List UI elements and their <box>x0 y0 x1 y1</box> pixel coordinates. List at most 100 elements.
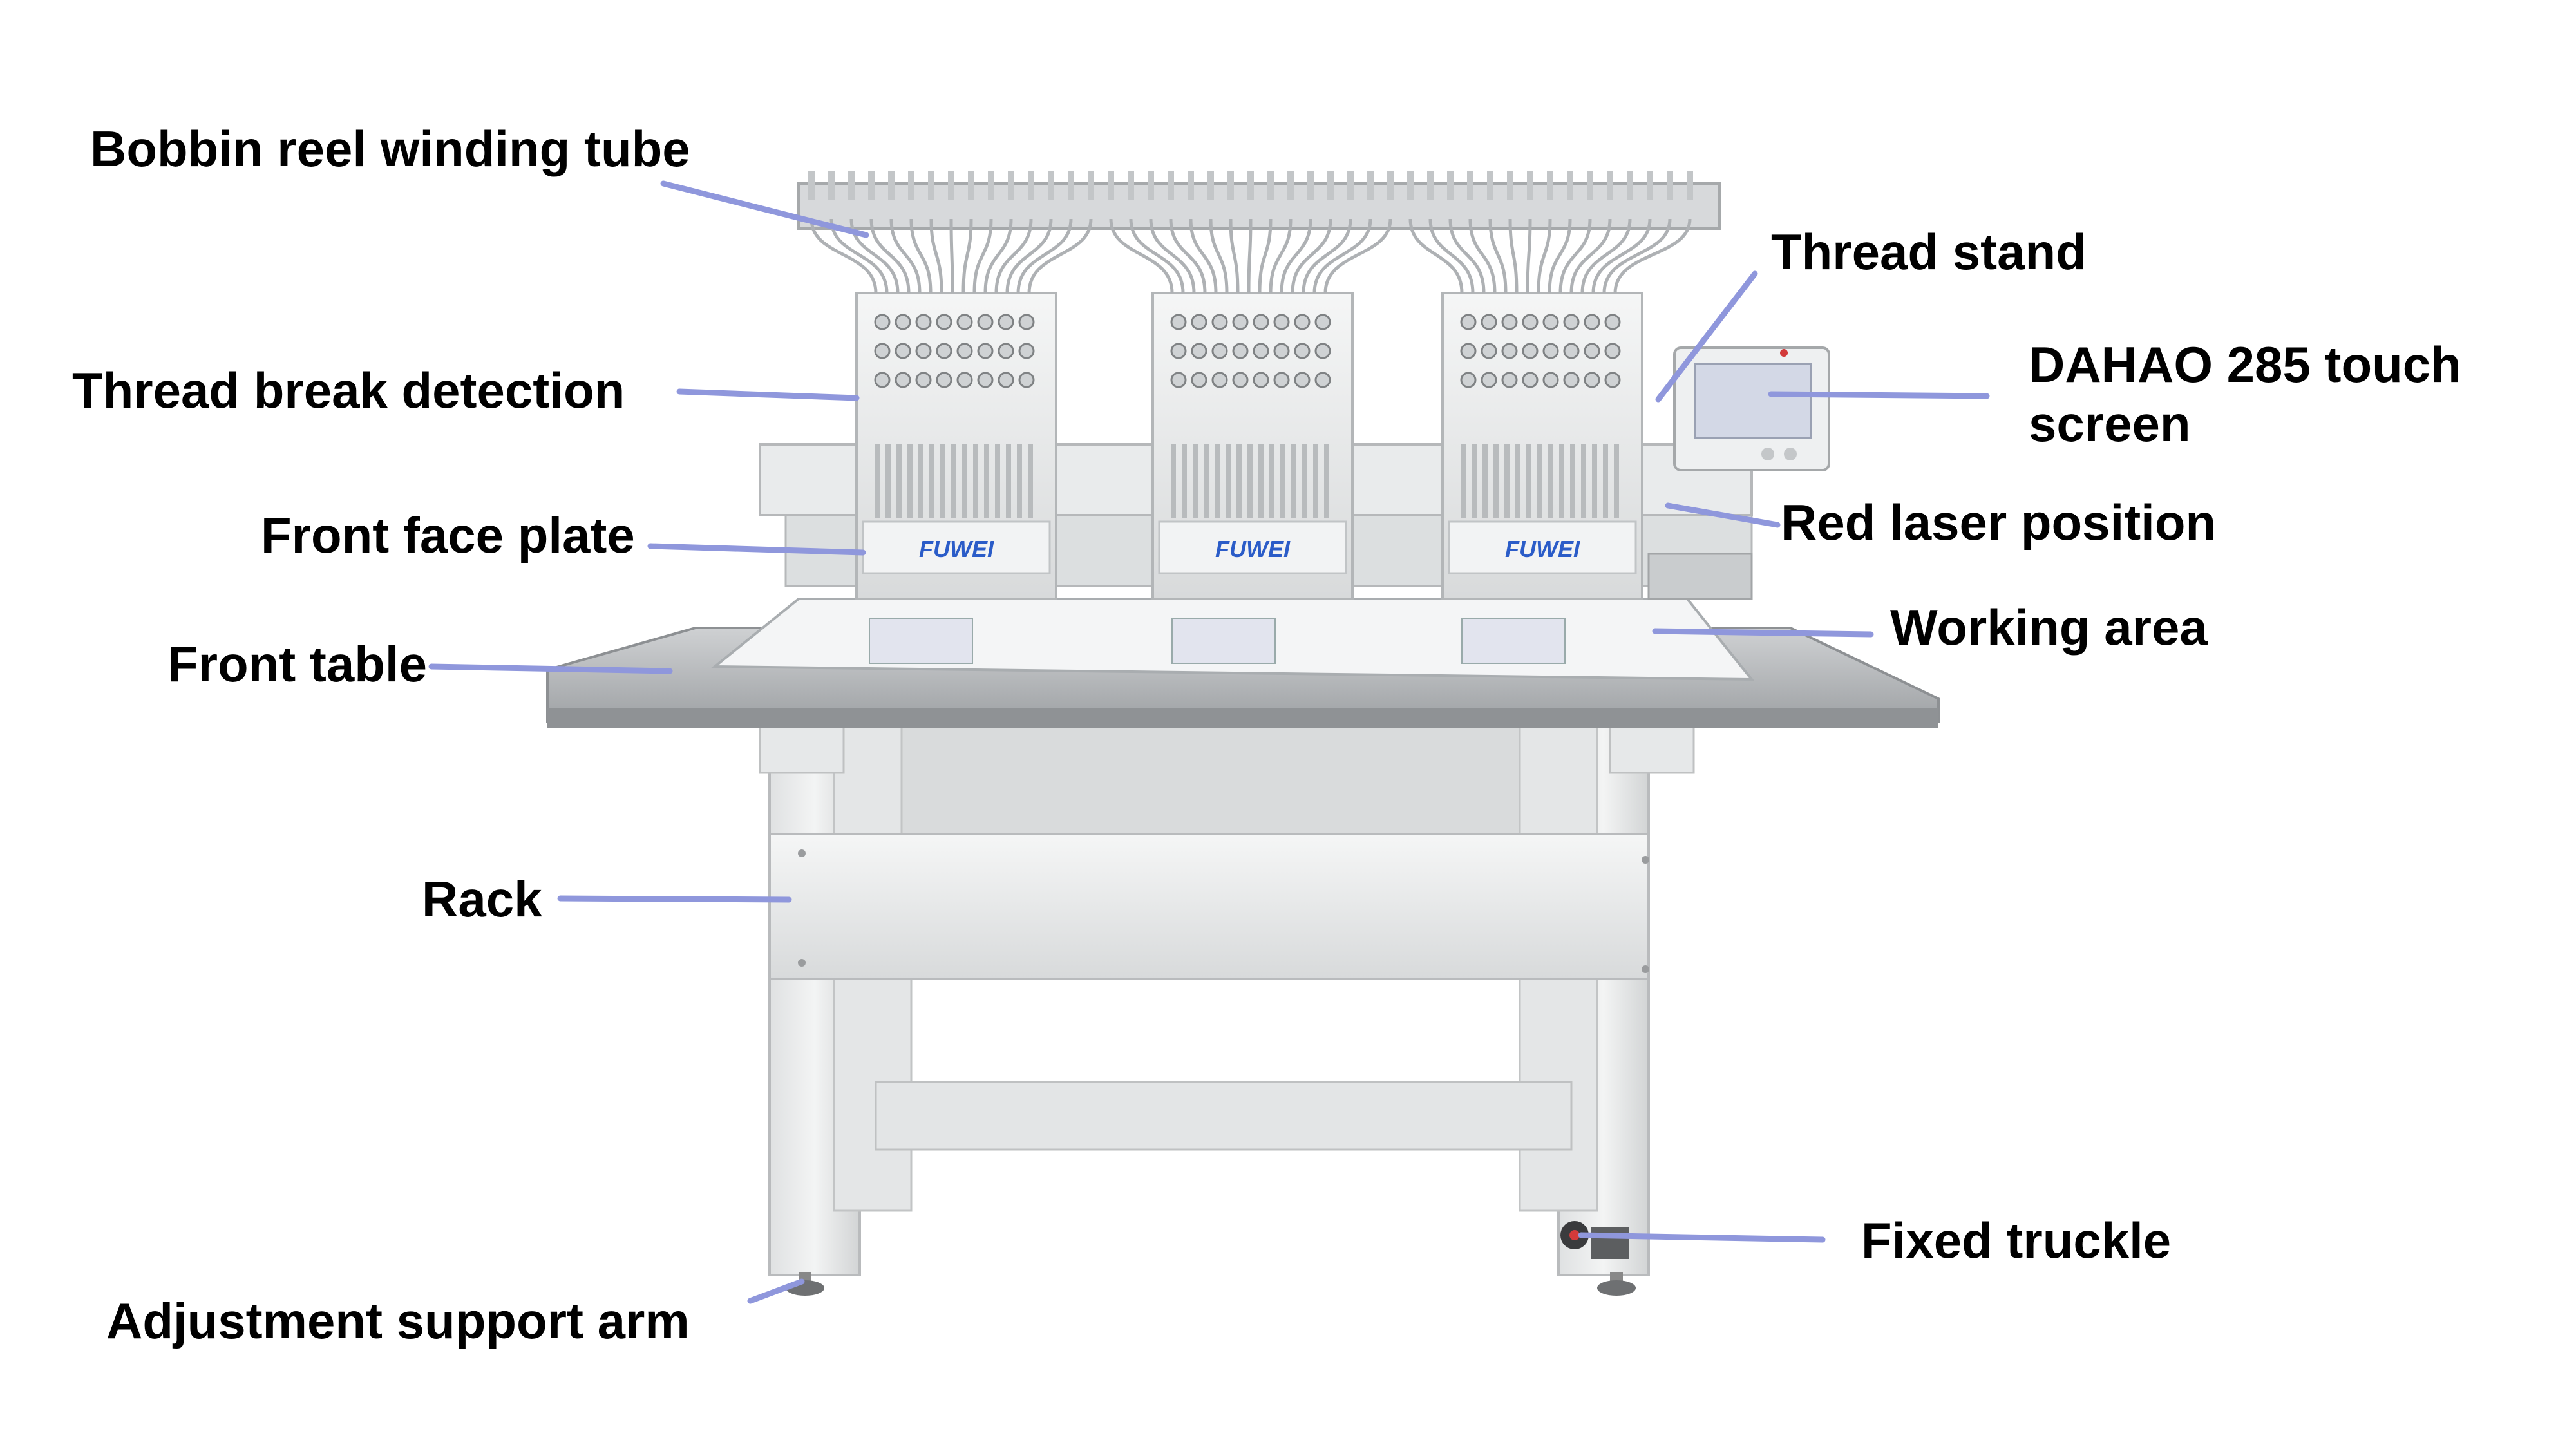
bobbin-tube <box>909 218 933 294</box>
needle-bar <box>1236 444 1242 518</box>
label-thread-stand: Thread stand <box>1771 223 2087 280</box>
bobbin-tube <box>810 218 878 294</box>
tension-knob <box>1253 314 1269 330</box>
label-touch-screen-line1: DAHAO 285 touch <box>2029 336 2461 393</box>
needle-bar <box>1504 444 1510 518</box>
thread-spindle <box>928 171 934 200</box>
tension-knob <box>1542 314 1559 330</box>
leader-face-plate <box>647 543 866 556</box>
tension-knob <box>977 372 994 388</box>
bobbin-tube <box>1580 218 1632 294</box>
needle-bar <box>1472 444 1477 518</box>
needle-bar <box>1581 444 1586 518</box>
bobbin-tube <box>1526 218 1532 294</box>
needle-bar <box>1182 444 1187 518</box>
needle-bar <box>1614 444 1619 518</box>
thread-spindle <box>1607 171 1613 200</box>
tension-knob <box>1604 343 1621 359</box>
tension-knob <box>977 343 994 359</box>
thread-spindle <box>1128 171 1134 200</box>
tension-knob <box>1253 343 1269 359</box>
bobbin-tube <box>1016 218 1073 294</box>
leader-bobbin <box>660 180 869 238</box>
needle-bar <box>1291 444 1296 518</box>
thread-spindle <box>1048 171 1054 200</box>
thread-spindle <box>828 171 835 200</box>
bobbin-tube <box>1247 218 1253 294</box>
bobbin-tube <box>1189 218 1218 294</box>
thread-spindle <box>1307 171 1314 200</box>
needle-bar <box>1302 444 1307 518</box>
tension-knob <box>1018 343 1035 359</box>
bobbin-tube <box>1558 218 1592 294</box>
needle-bar <box>1559 444 1564 518</box>
tension-knob <box>977 314 994 330</box>
bobbin-reel-winding-tubes <box>808 171 1693 294</box>
needle-bar <box>1247 444 1253 518</box>
tension-knob <box>1170 372 1187 388</box>
leader-adjust <box>747 1278 805 1304</box>
tension-knob <box>1563 372 1580 388</box>
thread-spindle <box>1667 171 1673 200</box>
label-red-laser-position: Red laser position <box>1781 494 2217 551</box>
needle-bar <box>1592 444 1597 518</box>
needle-bar <box>951 444 956 518</box>
thread-stand-rail <box>797 182 1721 230</box>
bobbin-tube <box>994 218 1033 294</box>
needle-bar <box>1537 444 1542 518</box>
tension-knob <box>936 314 952 330</box>
tension-knob <box>1584 314 1600 330</box>
thread-spindle <box>868 171 875 200</box>
tension-knob <box>1273 343 1290 359</box>
label-fixed-truckle: Fixed truckle <box>1861 1212 2172 1269</box>
thread-spindle <box>1467 171 1473 200</box>
thread-spindle <box>968 171 974 200</box>
bobbin-tube <box>1209 218 1229 294</box>
thread-spindle <box>948 171 954 200</box>
bobbin-tube <box>1537 218 1552 294</box>
bobbin-tube <box>1269 218 1293 294</box>
thread-spindle <box>1148 171 1154 200</box>
thread-spindle <box>908 171 914 200</box>
bobbin-tube <box>829 218 889 294</box>
tension-knob <box>1191 372 1208 388</box>
thread-spindle <box>1227 171 1234 200</box>
tension-knob <box>1584 343 1600 359</box>
needle-bar <box>1269 444 1274 518</box>
leader-truckle <box>1578 1232 1826 1243</box>
needle-bar <box>1548 444 1553 518</box>
working-area <box>711 598 1755 681</box>
bobbin-tube <box>1508 218 1519 294</box>
bobbin-tube <box>1302 218 1352 294</box>
needle-bar <box>1493 444 1499 518</box>
leader-thread-stand <box>1655 270 1758 402</box>
thread-spindle <box>1088 171 1094 200</box>
bobbin-tube <box>1591 218 1652 294</box>
label-adjustment-support-arm: Adjustment support arm <box>106 1293 690 1349</box>
needle-bar <box>896 444 902 518</box>
thread-spindle <box>1567 171 1573 200</box>
tension-knob <box>915 343 932 359</box>
tension-knob <box>1542 372 1559 388</box>
tension-knob <box>1522 343 1539 359</box>
tension-knob <box>998 372 1014 388</box>
tension-knob <box>1273 372 1290 388</box>
needle-bar <box>1324 444 1329 518</box>
needle-bar <box>1313 444 1318 518</box>
thread-spindle <box>1367 171 1374 200</box>
tension-knob <box>1170 314 1187 330</box>
needle-bar <box>1006 444 1011 518</box>
leader-laser <box>1665 502 1781 528</box>
bobbin-tube <box>1312 218 1372 294</box>
tension-knob <box>1563 343 1580 359</box>
bobbin-tube <box>1258 218 1273 294</box>
tension-knob <box>874 314 891 330</box>
tension-knob <box>1460 343 1477 359</box>
thread-spindle <box>1208 171 1214 200</box>
tension-knob <box>1294 343 1311 359</box>
needle-bar <box>1526 444 1531 518</box>
tension-knob <box>1191 343 1208 359</box>
bobbin-tube <box>1129 218 1185 294</box>
thread-spindle <box>848 171 855 200</box>
tension-knob <box>1522 372 1539 388</box>
